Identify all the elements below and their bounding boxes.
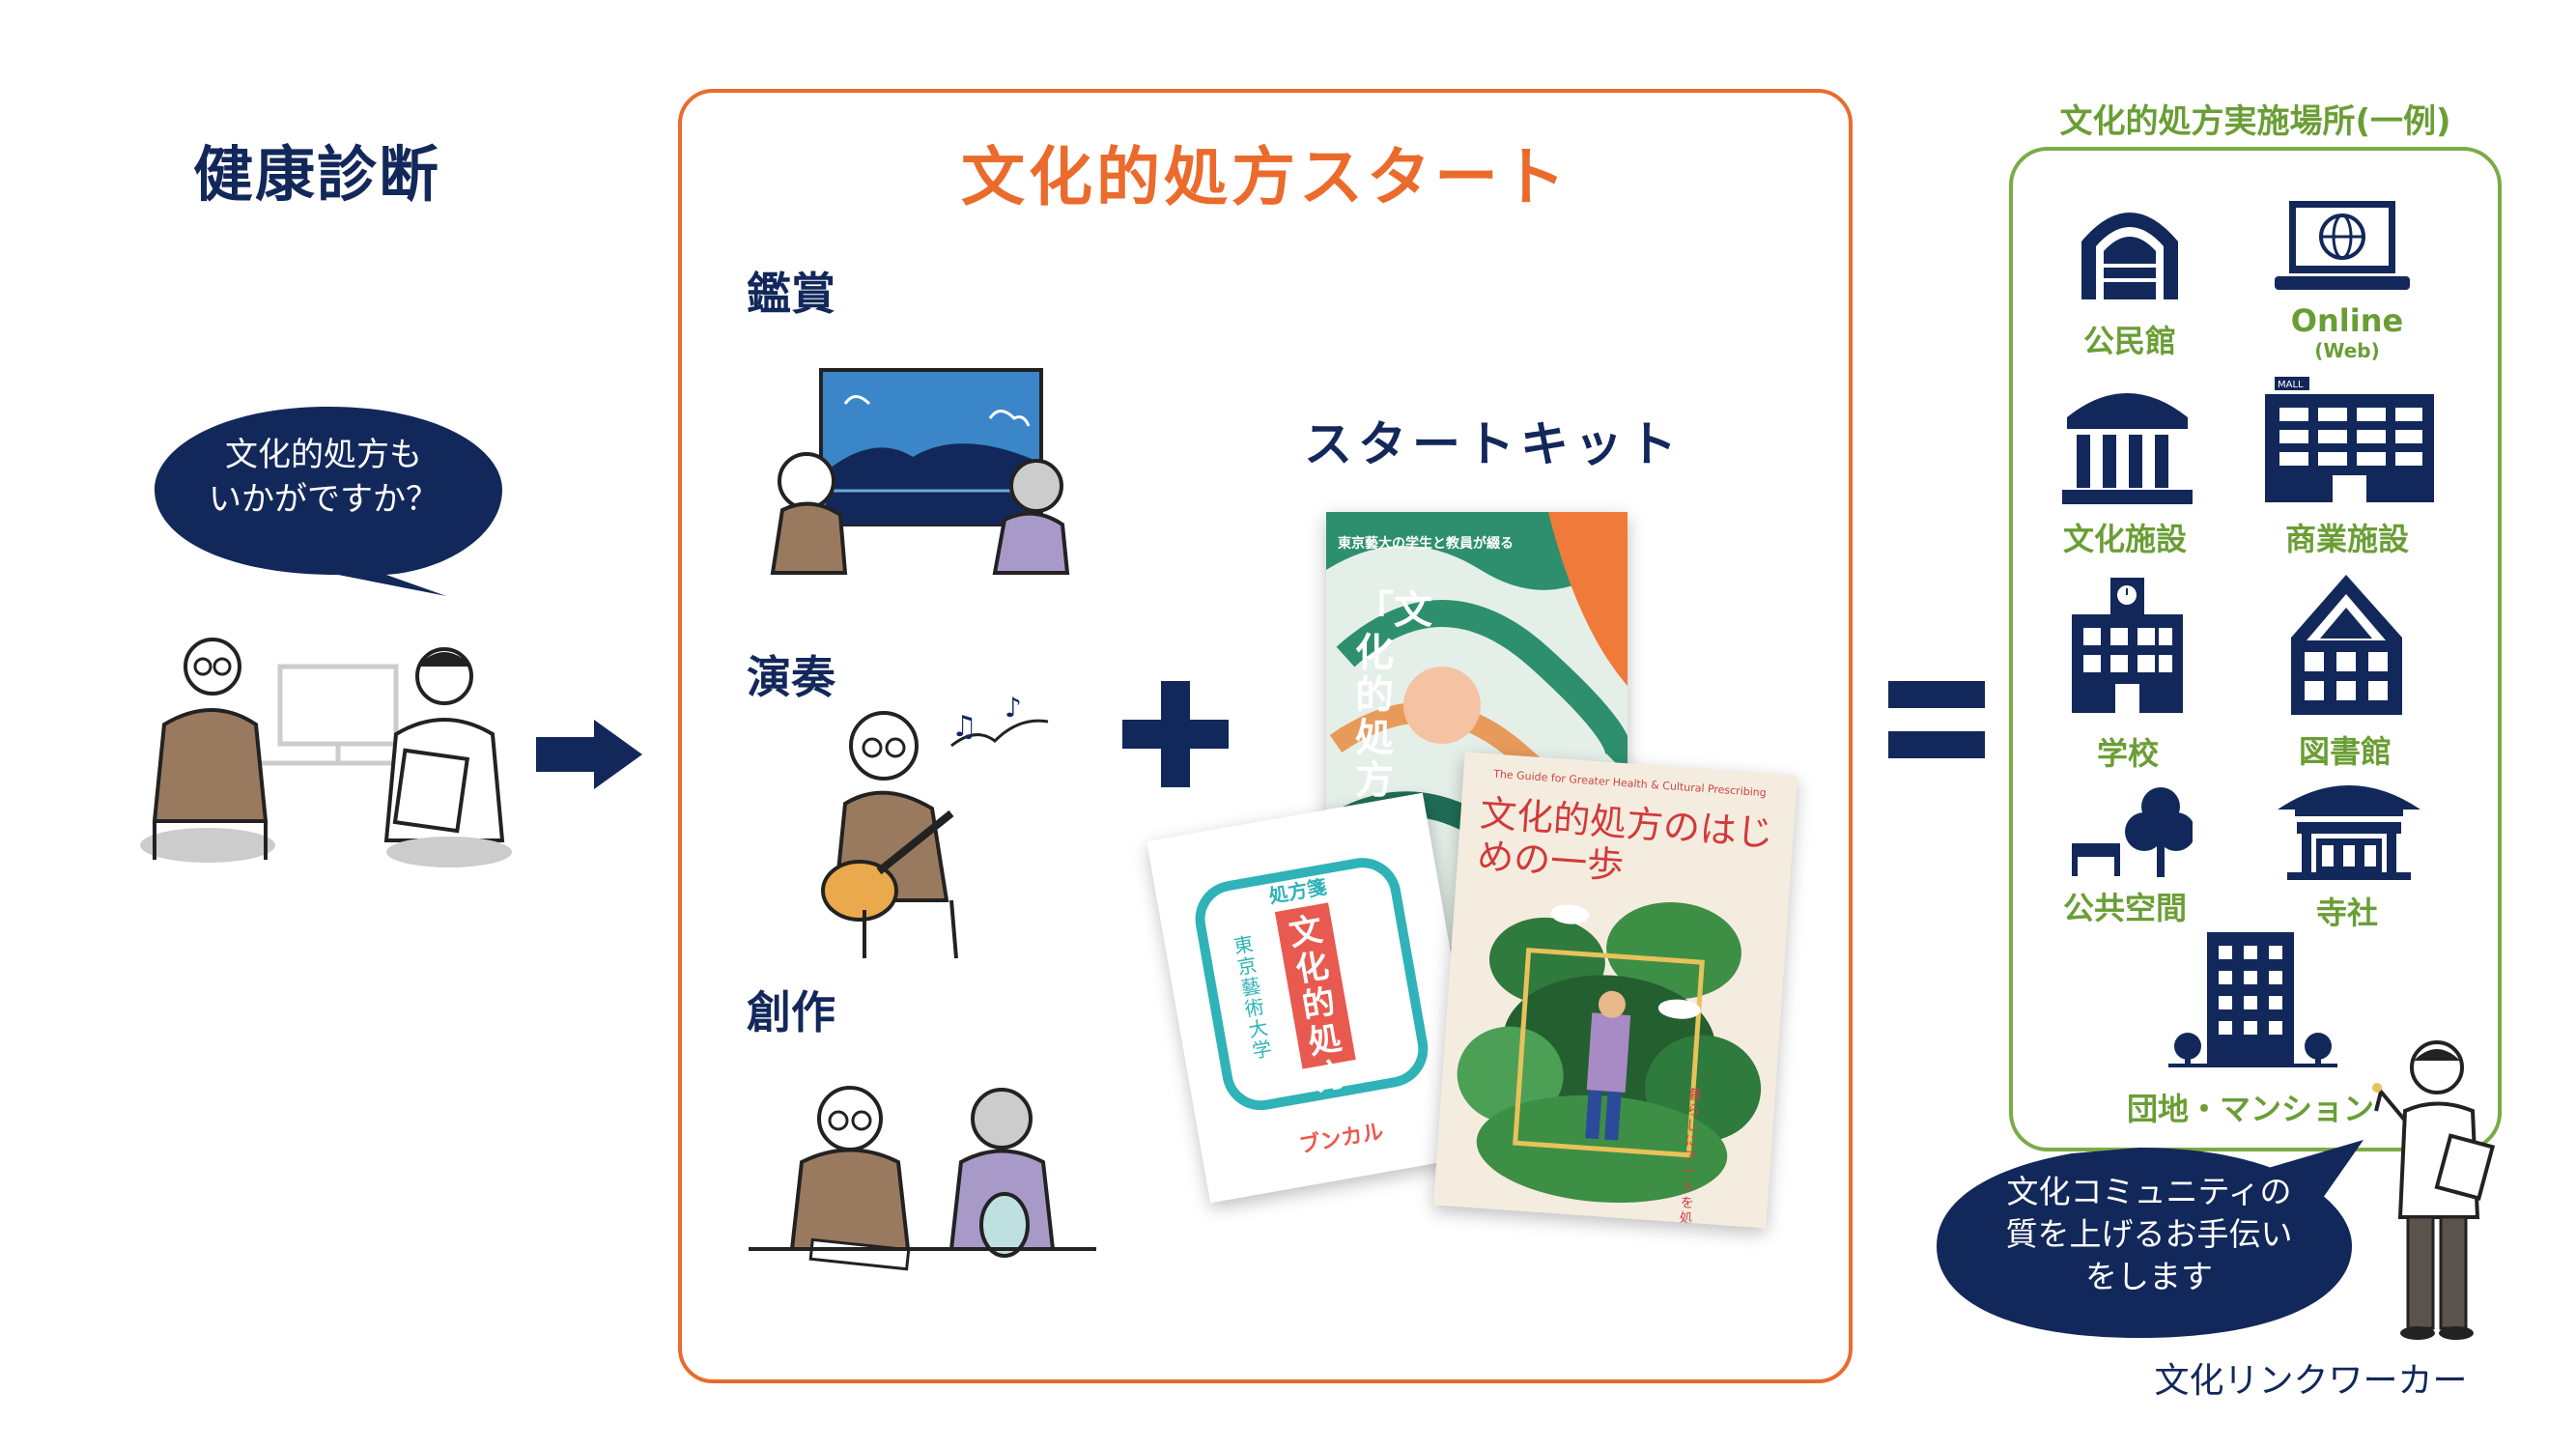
prescription-panel (678, 89, 1853, 1383)
laptop-globe-icon (2275, 201, 2410, 290)
book-3-forest-art (1457, 902, 1762, 1204)
equals-icon (1888, 681, 1985, 758)
temple-icon (2278, 785, 2420, 880)
mall-icon: MALL (2265, 377, 2434, 502)
guitar-performance-illustration: ♫ ♪ (821, 692, 1049, 959)
venues-panel (2009, 147, 2502, 1151)
link-worker-caption: 文化リンクワーカー (2154, 1361, 2468, 1401)
book-2-footer: ブンカル (1297, 1120, 1386, 1159)
venue-label-commercial: 商業施設 (2284, 521, 2409, 557)
venue-label-culture-facility: 文化施設 (2062, 521, 2187, 557)
book-1-header: 東京藝大の学生と教員が綴る (1338, 536, 1514, 552)
activity-label-creation: 創作 (747, 986, 835, 1038)
park-icon (2072, 787, 2193, 877)
prescription-title: 文化的処方スタート (961, 140, 1570, 214)
library-icon (2291, 575, 2402, 715)
activity-label-appreciation: 鑑賞 (747, 268, 835, 320)
question-bubble-text: 文化的処方も いかがですか？ (209, 436, 439, 519)
link-worker-illustration (2372, 1040, 2496, 1340)
venue-label-community-hall: 公民館 (2082, 323, 2176, 359)
apartment-icon (2168, 932, 2337, 1067)
venue-label-apartment: 団地・マンション (2126, 1091, 2374, 1127)
mall-sign-text: MALL (2278, 380, 2304, 390)
start-kit-title: スタートキット (1304, 416, 1683, 472)
doctor-consultation-illustration (140, 638, 512, 867)
venue-label-online-main: Online (2290, 302, 2404, 339)
svg-text:♫: ♫ (951, 710, 977, 744)
venue-label-school: 学校 (2096, 735, 2159, 772)
arrow-right-icon (536, 720, 642, 789)
museum-icon (2062, 393, 2193, 504)
venue-label-temple: 寺社 (2315, 895, 2378, 931)
venue-label-public-space: 公共空間 (2062, 890, 2187, 926)
question-bubble (155, 407, 502, 596)
venue-label-online-sub: (Web) (2314, 339, 2380, 362)
plus-icon (1122, 681, 1229, 787)
link-worker-bubble (1937, 1140, 2364, 1338)
book-cover-3: The Guide for Greater Health & Cultural … (1433, 752, 1798, 1229)
health-check-title: 健康診断 (193, 139, 441, 210)
link-worker-bubble-text: 文化コミュニティの 質を上げるお手伝い をします (2005, 1173, 2293, 1295)
school-icon (2072, 578, 2183, 713)
venue-label-library: 図書館 (2298, 733, 2392, 770)
creation-illustration (749, 1086, 1096, 1271)
appreciation-illustration (770, 368, 1070, 575)
venue-label-online: Online (Web) (2241, 302, 2453, 362)
community-hall-icon (2081, 213, 2178, 299)
svg-text:♪: ♪ (1005, 692, 1022, 724)
venues-title: 文化的処方実施場所(一例) (2059, 102, 2451, 141)
activity-label-performance: 演奏 (747, 651, 835, 703)
